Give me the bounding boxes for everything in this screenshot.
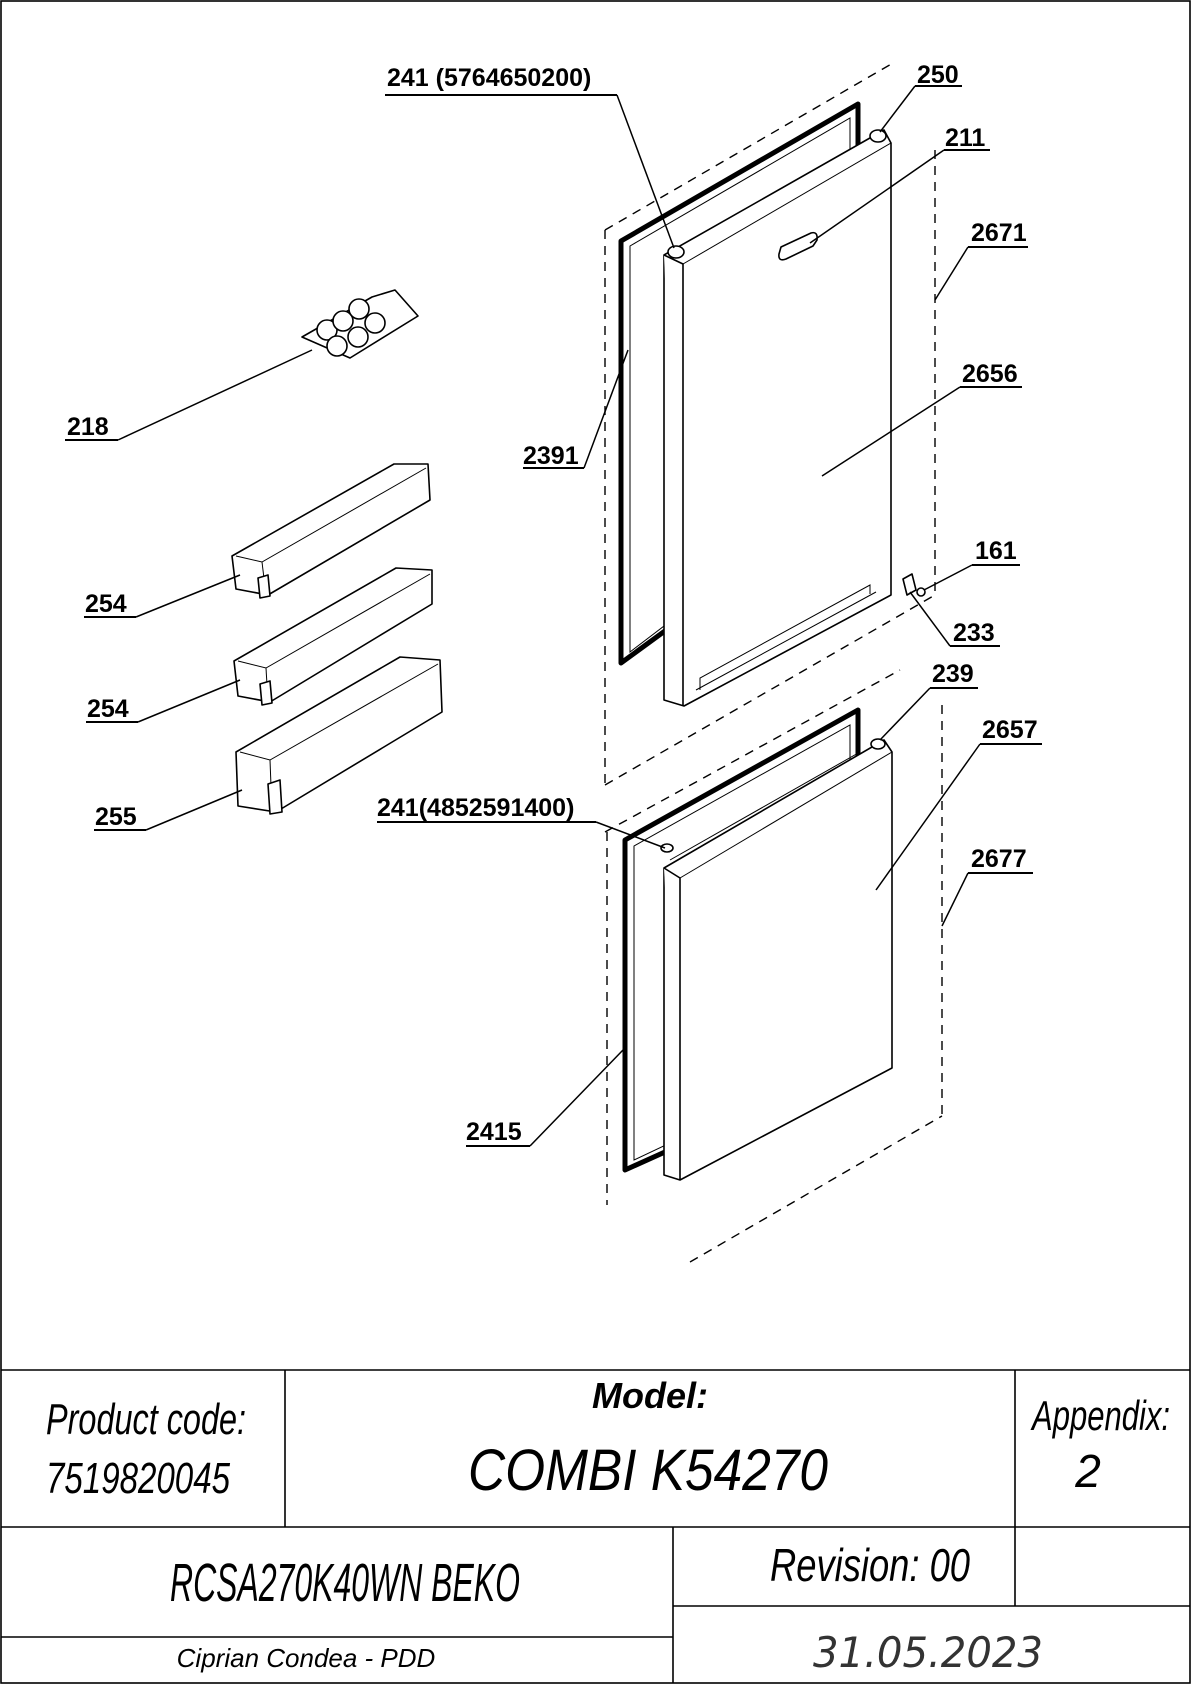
- hinge-bush-241-upper: [667, 245, 685, 259]
- handle-recess-211: [778, 231, 818, 261]
- hinge-bush-241-lower: [660, 843, 674, 853]
- callout-2391: 2391: [523, 442, 579, 470]
- title-block: [1, 1369, 1190, 1683]
- model-code: RCSA270K40WN BEKO: [170, 1553, 520, 1613]
- callout-233: 233: [953, 619, 995, 647]
- lower-dashed-envelope: [604, 669, 901, 833]
- callout-239: 239: [932, 660, 974, 688]
- model-label: Model:: [592, 1375, 708, 1416]
- bottle-shelf-255: [235, 656, 443, 815]
- callout-250: 250: [917, 61, 959, 89]
- callout-211: 211: [945, 124, 985, 152]
- callout-254-top: 254: [85, 590, 127, 618]
- date: 31.05.2023: [813, 1628, 1043, 1677]
- appendix-label: Appendix:: [1030, 1392, 1170, 1439]
- callout-254-bottom: 254: [87, 695, 129, 723]
- upper-door-panel: [663, 129, 892, 707]
- product-code-value: 7519820045: [46, 1454, 230, 1503]
- product-code-label: Product code:: [46, 1395, 246, 1444]
- upper-door-assembly: [604, 62, 936, 786]
- leader-lines: [65, 85, 1042, 1147]
- callout-2677: 2677: [971, 845, 1027, 873]
- lower-door-panel: [663, 739, 893, 1181]
- upper-dashed-envelope: [604, 62, 894, 231]
- callout-2657: 2657: [982, 716, 1038, 744]
- callout-161: 161: [975, 537, 1017, 565]
- door-shelf-254-bottom: [233, 567, 433, 706]
- callout-241-upper: 241 (5764650200): [387, 64, 591, 92]
- door-shelf-254-top: [231, 463, 431, 599]
- revision: Revision: 00: [770, 1539, 970, 1591]
- egg-tray-218: [301, 289, 419, 359]
- screw-161: [916, 587, 926, 597]
- callout-2656: 2656: [962, 360, 1018, 388]
- door-stop-233: [902, 573, 917, 596]
- author: Ciprian Condea - PDD: [177, 1643, 436, 1673]
- hinge-bush-239: [870, 738, 886, 750]
- callout-2671: 2671: [971, 219, 1027, 247]
- callout-255: 255: [95, 803, 137, 831]
- callout-2415: 2415: [466, 1118, 522, 1146]
- model-value: COMBI K54270: [468, 1438, 828, 1503]
- lower-door-assembly: [604, 669, 943, 1263]
- hinge-bush-250: [869, 129, 887, 143]
- callout-218: 218: [67, 413, 109, 441]
- appendix-value: 2: [1074, 1445, 1101, 1497]
- callout-241-lower: 241(4852591400): [377, 794, 574, 822]
